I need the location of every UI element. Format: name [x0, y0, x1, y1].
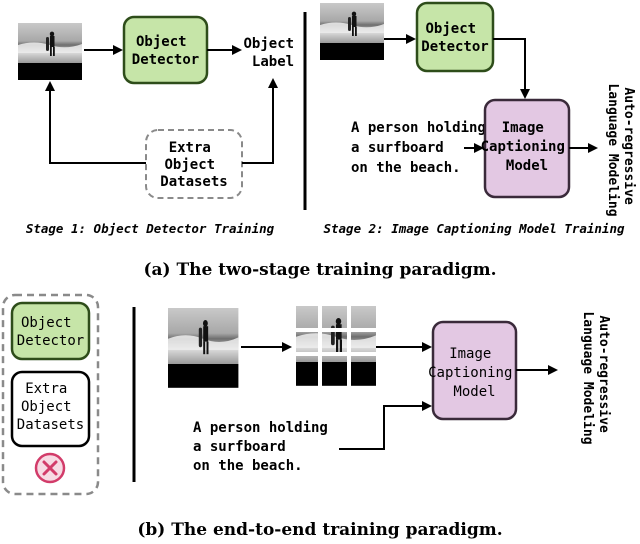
beach-photo [18, 23, 82, 80]
extra-datasets-label-b: Extra Object Datasets [17, 381, 84, 433]
caption-a: (a) The two-stage training paradigm. [144, 260, 497, 280]
arrow-datasets-to-photo [45, 81, 146, 164]
arrow-datasets-to-label [242, 78, 278, 164]
object-detector-label-2: Object Detector [421, 21, 488, 55]
caption-text-b: A person holding a surfboard on the beac… [193, 420, 336, 474]
arrow-detector-to-model [493, 38, 530, 99]
auto-regressive-label: Auto-regressive Language Modeling [605, 83, 636, 216]
stage1-caption: Stage 1: Object Detector Training [26, 221, 275, 236]
arrow-text-to-model-b [339, 401, 432, 450]
image-captioning-model-label: Image Captioning Model [481, 120, 574, 174]
caption-text-stage2: A person holding a surfboard on the beac… [351, 120, 494, 176]
object-detector-box-b [10, 301, 91, 361]
extra-datasets-label: Extra Object Datasets [160, 140, 227, 190]
stage2-caption: Stage 2: Image Captioning Model Training [323, 221, 624, 236]
beach-photo-b [168, 308, 239, 388]
cross-circle-icon [34, 452, 66, 484]
object-label-text: Object Label [243, 36, 302, 70]
object-detector-box [122, 15, 209, 85]
object-detector-box-2 [415, 1, 495, 73]
object-detector-label-b: Object Detector [17, 315, 84, 349]
image-captioning-model-label-b: Image Captioning Model [428, 346, 521, 400]
caption-b: (b) The end-to-end training paradigm. [137, 520, 502, 540]
auto-regressive-label-b: Auto-regressive Language Modeling [580, 311, 611, 444]
beach-photo-stage2 [320, 3, 384, 60]
extra-datasets-box-b [10, 370, 91, 448]
object-detector-label: Object Detector [132, 34, 199, 68]
image-patches [296, 306, 376, 386]
